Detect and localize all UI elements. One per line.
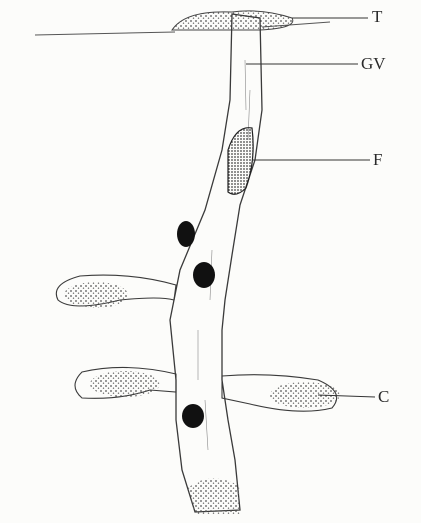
hypha-tip-bottom [188, 478, 240, 515]
conidium-upper-left [64, 282, 128, 308]
nucleus-2 [193, 262, 215, 288]
nucleus-3 [182, 404, 204, 428]
nucleus-1 [177, 221, 195, 247]
conidium-lower-left [90, 371, 160, 397]
label-f: F [373, 151, 382, 168]
label-gv: GV [361, 55, 386, 72]
label-t: T [372, 8, 382, 25]
label-c: C [378, 388, 389, 405]
fungal-body [228, 128, 253, 195]
hypha-body [170, 14, 262, 512]
